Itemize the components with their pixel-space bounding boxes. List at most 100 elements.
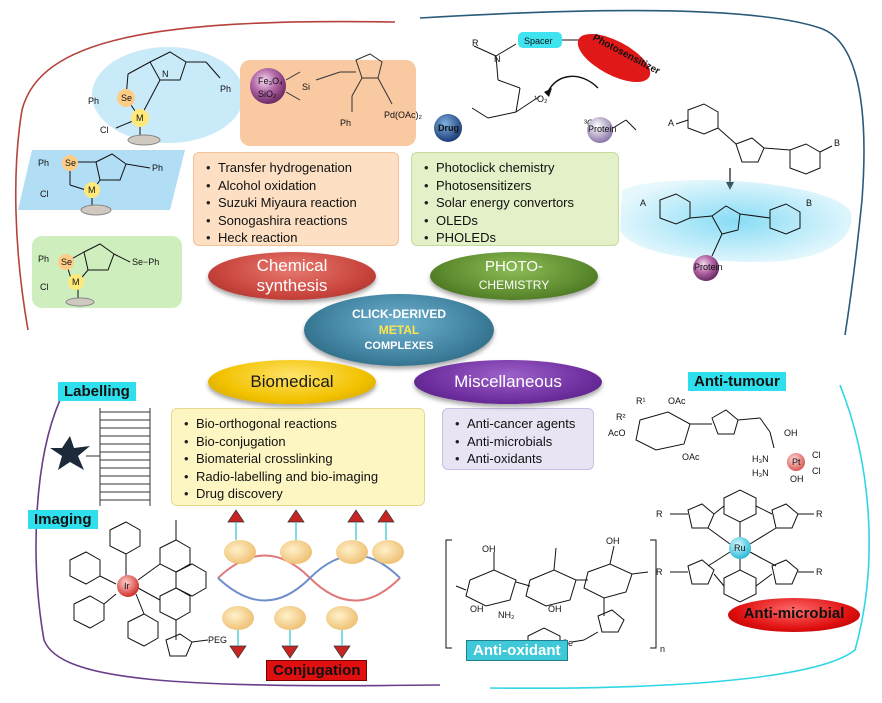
- nitrogen-label: N: [494, 54, 501, 64]
- diaryl-tetrazole: [675, 103, 833, 175]
- iridium-complex: [69, 520, 207, 647]
- chloride-label: Cl: [40, 282, 49, 292]
- anti-tumour-tag: Anti-tumour: [688, 372, 786, 391]
- hydroxyl-label: OH: [482, 544, 496, 554]
- photochemistry-label-line2: CHEMISTRY: [478, 278, 550, 292]
- photochemistry-list: Photoclick chemistry Photosensitizers So…: [422, 159, 608, 247]
- spacer-label: Spacer: [524, 36, 553, 46]
- curved-arrow: [547, 75, 599, 93]
- list-item: Anti-oxidants: [455, 450, 583, 468]
- list-item: Suzuki Miyaura reaction: [206, 194, 388, 212]
- dna-strand-blue: [217, 554, 401, 602]
- sio2-label: SiO₂: [258, 89, 277, 99]
- list-item: Anti-microbials: [455, 433, 583, 451]
- blue-highlight-ellipse: [92, 47, 244, 143]
- selenophenyl-label: Se−Ph: [132, 257, 159, 267]
- photochemistry-label: PHOTO- CHEMISTRY: [479, 258, 549, 294]
- chloride-label: Cl: [812, 466, 821, 476]
- anti-oxidant-tag: Anti-oxidant: [466, 640, 568, 661]
- hydroxyl-label: OH: [548, 604, 562, 614]
- amine-label: NH₂: [498, 610, 515, 620]
- list-item: Transfer hydrogenation: [206, 159, 388, 177]
- ruthenium-bis-tridentate: [670, 489, 814, 603]
- drug-label: Drug: [438, 123, 459, 133]
- ammine-label: H₃N: [752, 454, 769, 464]
- phenyl-label: Ph: [152, 163, 163, 173]
- r-group-label: R: [472, 38, 479, 48]
- list-item: Anti-cancer agents: [455, 415, 583, 433]
- hydroxyl-label: OH: [470, 604, 484, 614]
- phenyl-label: Ph: [38, 254, 49, 264]
- hydroxyl-label: OH: [606, 536, 620, 546]
- list-item: Drug discovery: [184, 485, 414, 503]
- r1-label: R¹: [636, 396, 646, 406]
- metal-label: M: [72, 277, 80, 287]
- list-item: Sonogashira reactions: [206, 212, 388, 230]
- list-item: Alcohol oxidation: [206, 177, 388, 195]
- fluorophore-star: [50, 436, 90, 470]
- list-item: Photoclick chemistry: [424, 159, 608, 177]
- spacer-box: [518, 32, 562, 48]
- chloride-label: Cl: [40, 189, 49, 199]
- hydroxyl-label: OH: [790, 474, 804, 484]
- protein-label: Protein: [588, 124, 617, 134]
- spacer-chain: [471, 43, 541, 119]
- miscellaneous-panel: Anti-cancer agents Anti-microbials Anti-…: [442, 408, 594, 470]
- biomedical-panel: Bio-orthogonal reactions Bio-conjugation…: [171, 408, 425, 506]
- r-group-label: R: [816, 567, 823, 577]
- chloride-label: Cl: [100, 125, 109, 135]
- photochemistry-oval: PHOTO- CHEMISTRY: [430, 252, 598, 300]
- click-derived-metal-complexes-oval: CLICK-DERIVED METAL COMPLEXES: [304, 294, 494, 366]
- blue-highlight-blob: [620, 179, 852, 262]
- chemical-synthesis-list: Transfer hydrogenation Alcohol oxidation…: [204, 159, 388, 247]
- selenium-label: Se: [562, 638, 573, 648]
- miscellaneous-label: Miscellaneous: [454, 372, 562, 391]
- silica-linker: [285, 53, 393, 112]
- r-group-label: R: [816, 509, 823, 519]
- phenyl-label: Ph: [220, 84, 231, 94]
- fe3o4-label: Fe₃O₄: [258, 76, 283, 86]
- list-item: PHOLEDs: [424, 229, 608, 247]
- miscellaneous-list: Anti-cancer agents Anti-microbials Anti-…: [453, 415, 583, 468]
- photochemistry-panel: Photoclick chemistry Photosensitizers So…: [411, 152, 619, 246]
- palladium-acetate-label: Pd(OAc)₂: [384, 110, 423, 120]
- center-title: CLICK-DERIVED METAL COMPLEXES: [352, 306, 446, 354]
- chemical-synthesis-panel: Transfer hydrogenation Alcohol oxidation…: [193, 152, 399, 246]
- chemical-synthesis-oval: Chemical synthesis: [208, 252, 376, 300]
- center-title-line3: COMPLEXES: [364, 340, 434, 352]
- platinum-label: Pt: [792, 457, 801, 467]
- a-group-label: A: [668, 118, 674, 128]
- center-title-line1: CLICK-DERIVED: [351, 307, 446, 321]
- repeat-unit-label: n: [660, 644, 665, 654]
- phenyl-label: Ph: [88, 96, 99, 106]
- conjugation-arrows-up: [227, 509, 395, 523]
- list-item: Radio-labelling and bio-imaging: [184, 468, 414, 486]
- triazole-tags: [222, 540, 404, 630]
- triazole-peg: [165, 633, 209, 657]
- list-item: Biomaterial crosslinking: [184, 450, 414, 468]
- selenium-label: Se: [121, 93, 132, 103]
- r-group-label: R: [656, 509, 663, 519]
- list-item: Solar energy convertors: [424, 194, 608, 212]
- center-title-line2: METAL: [378, 323, 420, 337]
- conjugation-tag: Conjugation: [266, 660, 368, 681]
- hydroxyl-label: OH: [784, 428, 798, 438]
- list-item: Bio-orthogonal reactions: [184, 415, 414, 433]
- protein-label: Protein: [694, 262, 723, 272]
- glycosyl-triazole-pt-complex: [635, 409, 775, 451]
- biomedical-list: Bio-orthogonal reactions Bio-conjugation…: [182, 415, 414, 503]
- antioxidant-polymer: [445, 539, 657, 661]
- miscellaneous-oval: Miscellaneous: [414, 360, 602, 404]
- dna-duplex-ladder: [99, 408, 151, 506]
- b-group-label: B: [806, 198, 812, 208]
- peg-label: PEG: [208, 635, 227, 645]
- list-item: Photosensitizers: [424, 177, 608, 195]
- selenium-label: Se: [65, 158, 76, 168]
- biomedical-oval: Biomedical: [208, 360, 376, 404]
- phenyl-label: Ph: [38, 158, 49, 168]
- nitrogen-label: N: [162, 69, 169, 79]
- biomedical-label: Biomedical: [250, 372, 334, 391]
- photosensitizer-ellipse: [577, 33, 651, 83]
- pyrazoline-adduct: [659, 193, 801, 257]
